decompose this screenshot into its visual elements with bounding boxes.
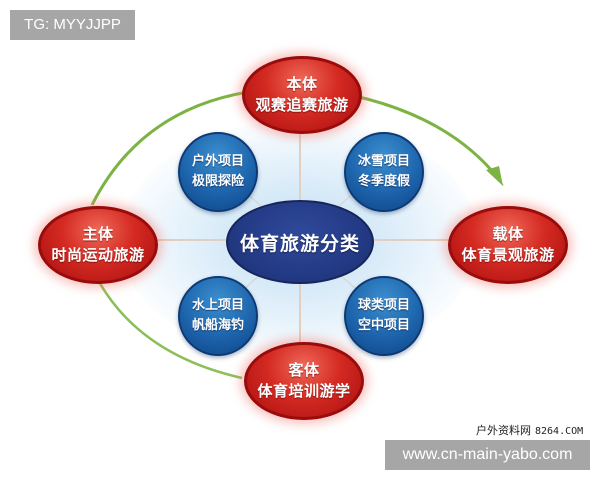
node-center: 体育旅游分类: [226, 200, 374, 284]
node-bottom-keti: 客体 体育培训游学: [244, 342, 364, 420]
node-left-zhuti: 主体 时尚运动旅游: [38, 206, 158, 284]
node-right-title: 载体: [492, 225, 524, 243]
arc-top-right: [354, 94, 500, 179]
arc-left-top: [90, 90, 249, 206]
node-top-title: 本体: [286, 75, 318, 93]
node-snow-title: 冰雪项目: [357, 154, 410, 169]
node-right-zaiti: 载体 体育景观旅游: [448, 206, 568, 284]
center-title: 体育旅游分类: [239, 232, 360, 255]
node-snow: 冰雪项目 冬季度假: [344, 132, 424, 212]
node-right-subtitle: 体育景观旅游: [461, 246, 555, 264]
node-ball-subtitle: 空中项目: [357, 318, 410, 333]
node-top-benti: 本体 观赛追赛旅游: [242, 56, 362, 134]
node-bottom-title: 客体: [288, 361, 320, 379]
source-credit: 户外资料网 8264.COM: [476, 422, 583, 438]
source-name: 户外资料网: [476, 424, 531, 437]
source-domain: 8264.COM: [535, 426, 584, 437]
node-water: 水上项目 帆船海钓: [178, 276, 258, 356]
watermark-top: TG: MYYJJPP: [10, 10, 135, 40]
node-left-subtitle: 时尚运动旅游: [51, 246, 145, 264]
arc-left-bottom: [96, 279, 243, 380]
node-water-title: 水上项目: [191, 298, 244, 313]
node-outdoor-subtitle: 极限探险: [191, 174, 244, 189]
node-bottom-subtitle: 体育培训游学: [257, 382, 351, 400]
node-outdoor: 户外项目 极限探险: [178, 132, 258, 212]
watermark-bottom: www.cn-main-yabo.com: [385, 440, 590, 470]
node-top-subtitle: 观赛追赛旅游: [255, 96, 349, 114]
node-water-subtitle: 帆船海钓: [191, 318, 244, 333]
node-left-title: 主体: [82, 225, 114, 243]
node-ball: 球类项目 空中项目: [344, 276, 424, 356]
node-ball-title: 球类项目: [357, 298, 410, 313]
node-outdoor-title: 户外项目: [191, 154, 244, 169]
node-snow-subtitle: 冬季度假: [357, 174, 410, 189]
